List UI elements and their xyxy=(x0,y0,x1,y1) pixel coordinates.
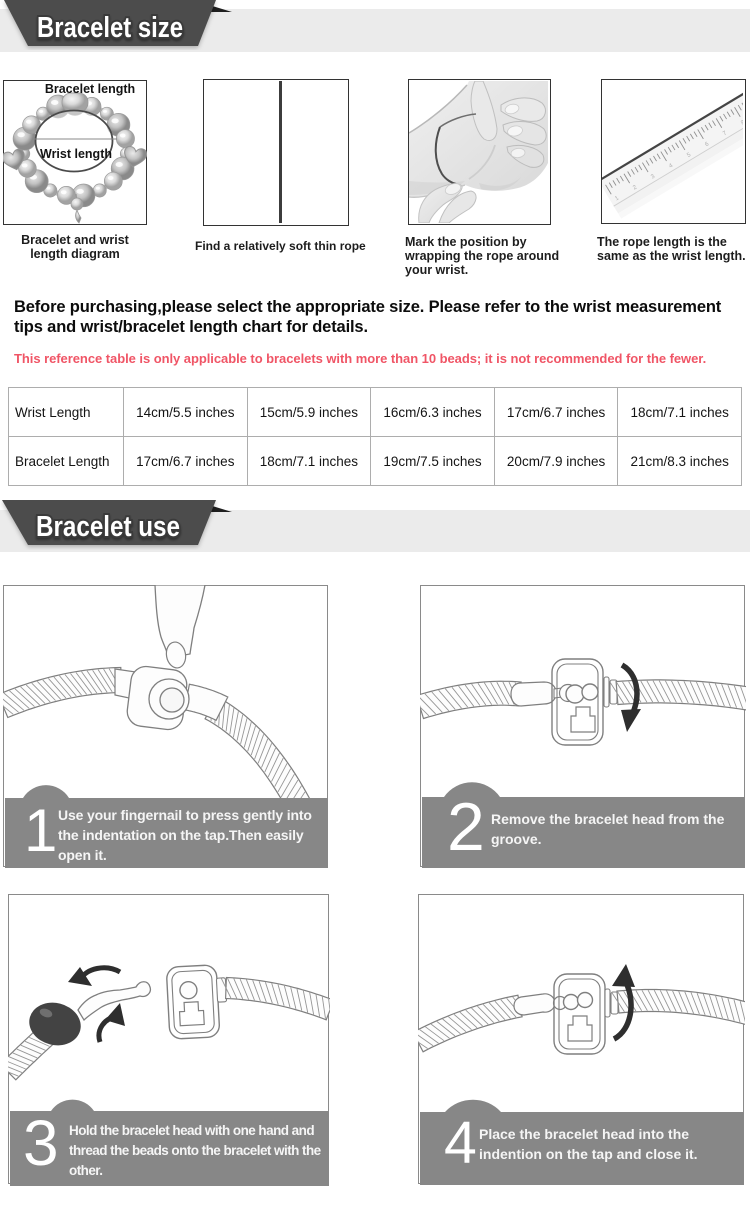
svg-text:3: 3 xyxy=(650,173,657,180)
svg-text:Bracelet size: Bracelet size xyxy=(37,12,183,44)
svg-text:4: 4 xyxy=(668,163,675,170)
svg-text:7: 7 xyxy=(722,130,729,137)
svg-text:5: 5 xyxy=(686,152,693,159)
svg-text:Bracelet use: Bracelet use xyxy=(36,511,180,543)
svg-text:1: 1 xyxy=(614,195,621,202)
svg-text:2: 2 xyxy=(632,184,639,191)
svg-text:Wrist length: Wrist length xyxy=(40,147,112,161)
svg-text:Bracelet length: Bracelet length xyxy=(45,82,135,96)
svg-text:8: 8 xyxy=(740,119,743,126)
svg-text:6: 6 xyxy=(704,141,711,148)
